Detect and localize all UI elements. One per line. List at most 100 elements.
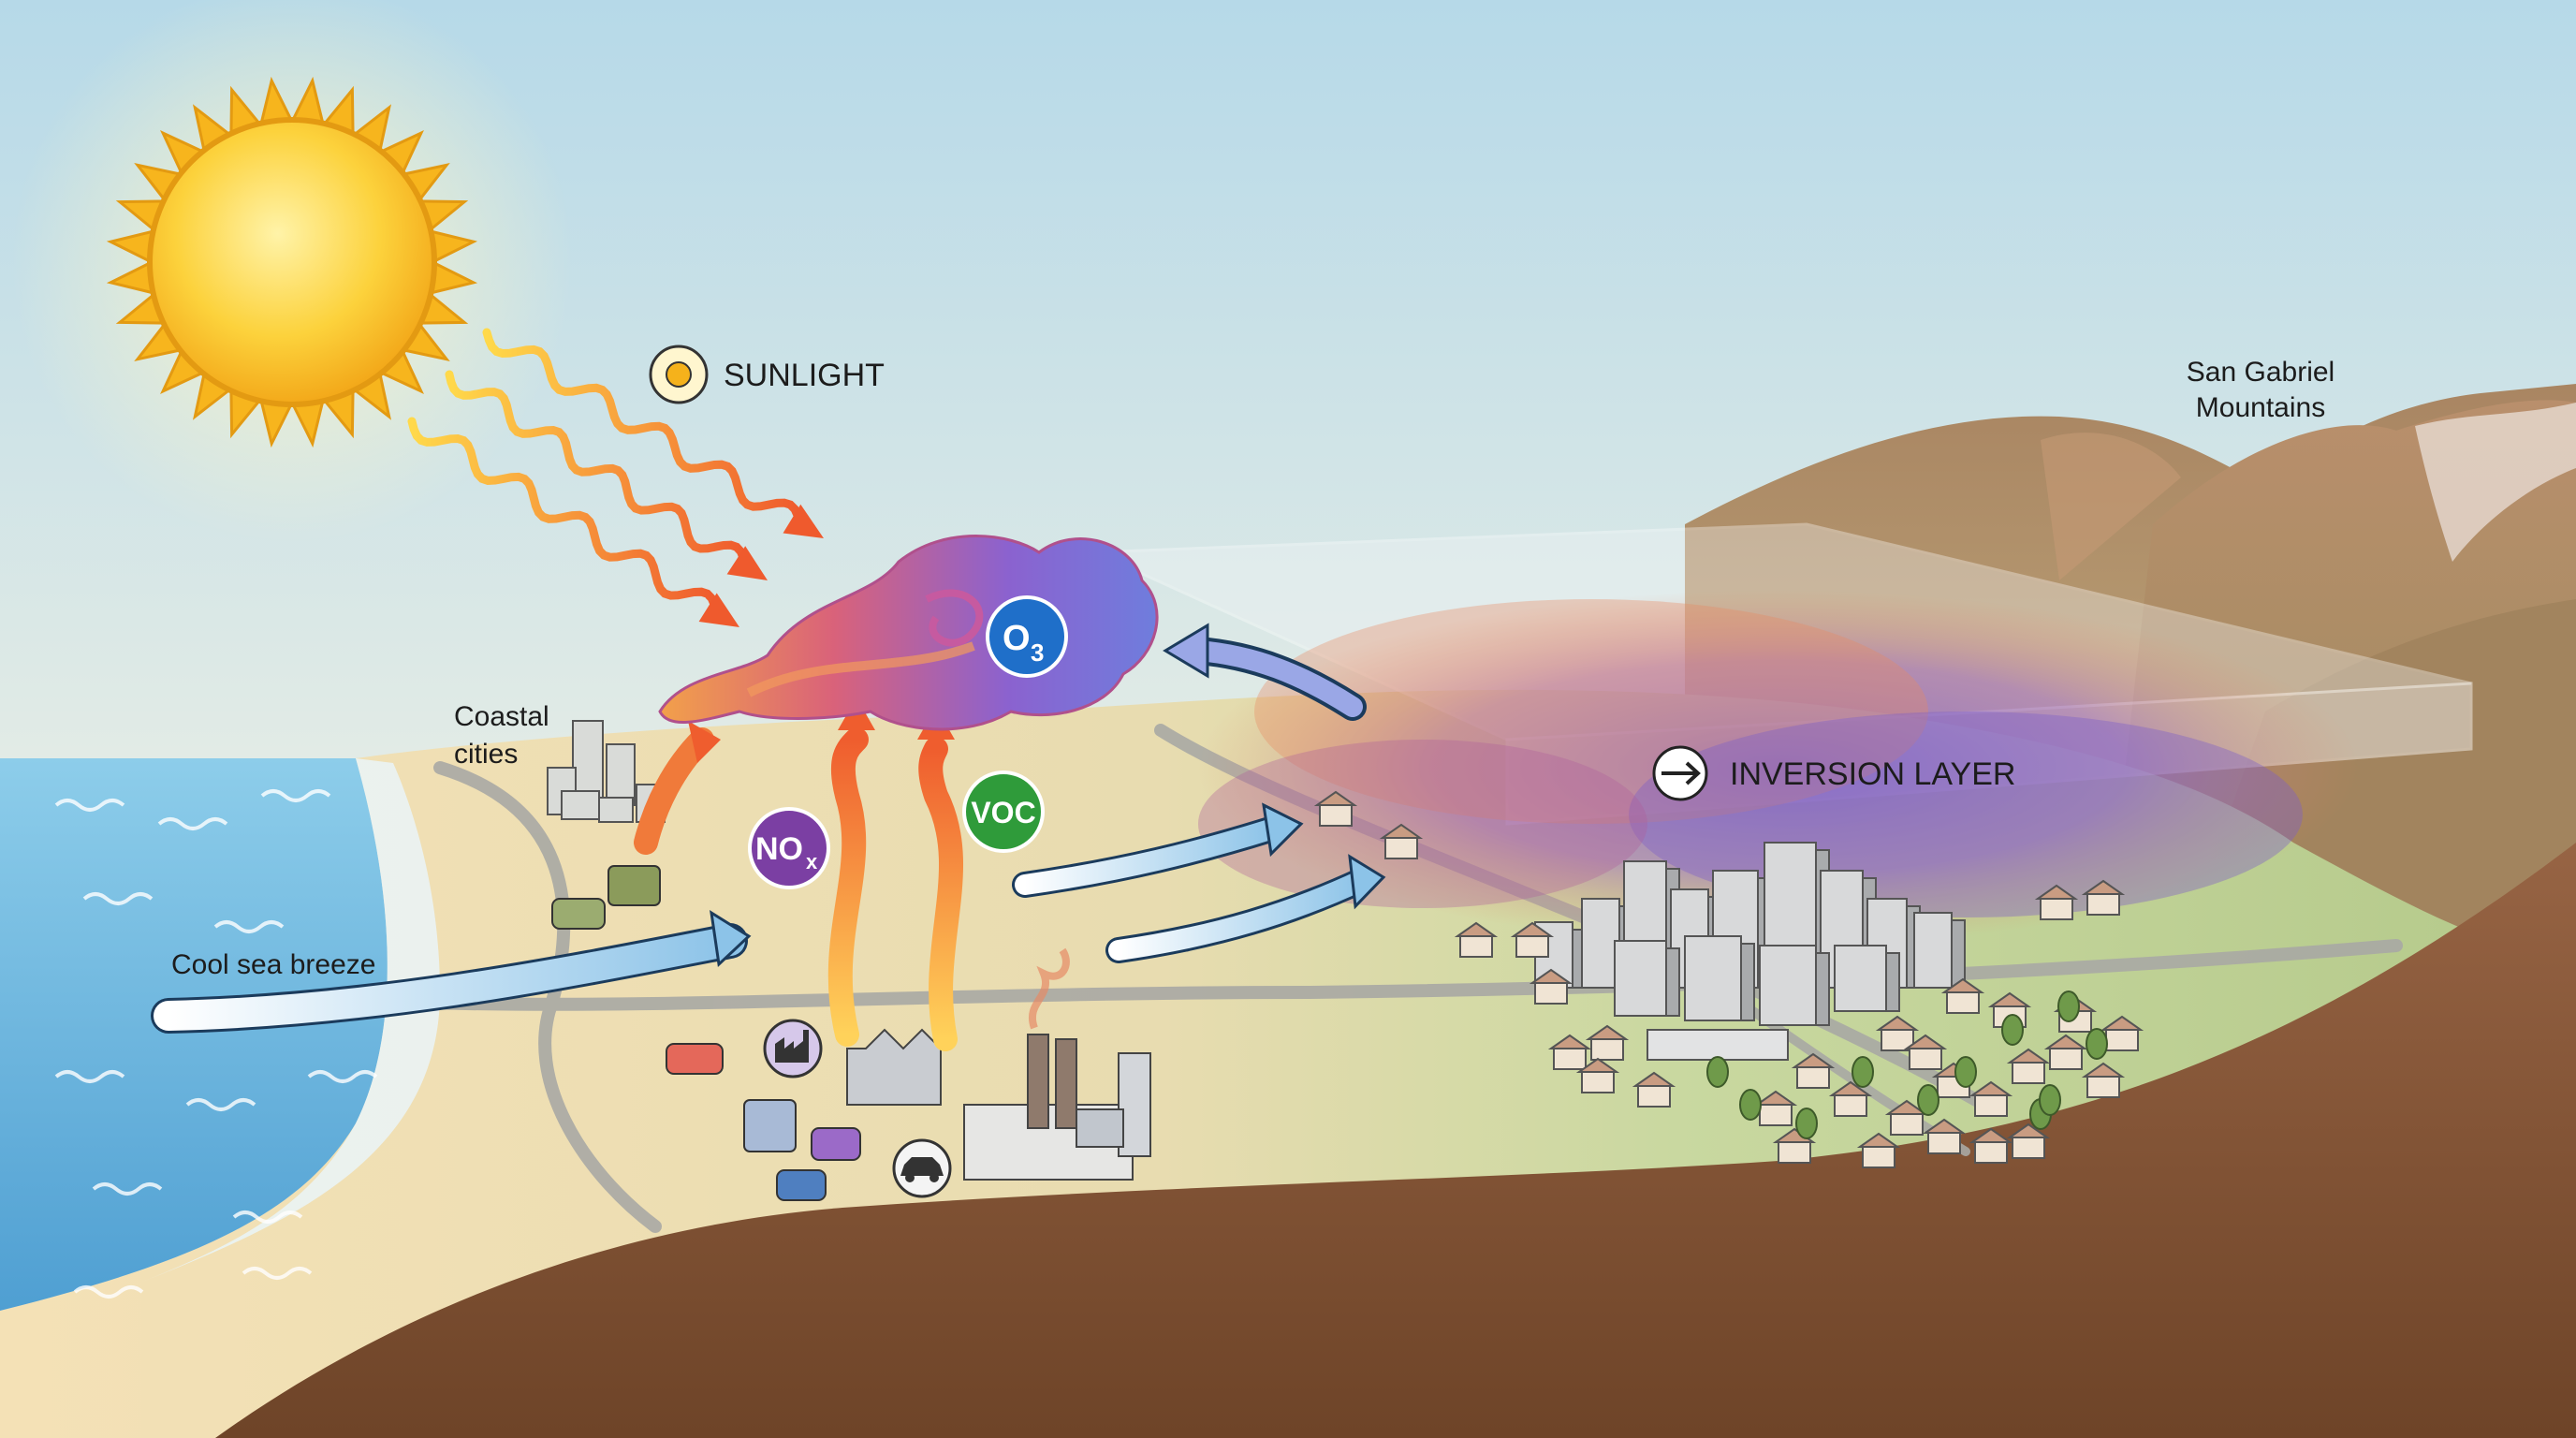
nox-badge: NO x: [748, 807, 830, 889]
house-roof: [1313, 790, 1358, 806]
city-block: [1647, 1029, 1789, 1061]
house-roof: [1828, 1080, 1873, 1096]
wave-mark: [82, 892, 154, 905]
ozone-symbol: O: [1003, 619, 1031, 658]
tree: [1739, 1089, 1762, 1121]
sea-breeze-arrows: [151, 802, 1386, 1034]
house: [1459, 935, 1493, 958]
photochemical-smog-cloud: [658, 535, 1159, 731]
tree: [2001, 1014, 2024, 1046]
house: [1862, 1146, 1895, 1168]
tree: [1852, 1056, 1874, 1088]
tree: [1954, 1056, 1977, 1088]
voc-symbol: VOC: [971, 796, 1035, 829]
house: [1553, 1048, 1587, 1070]
house: [1778, 1141, 1811, 1164]
house: [1637, 1085, 1671, 1108]
house: [1834, 1094, 1867, 1117]
house: [1515, 935, 1549, 958]
house-roof: [1632, 1071, 1676, 1087]
house: [1534, 982, 1568, 1005]
house: [1974, 1094, 2008, 1117]
coastal-cities-label-line1: Coastal: [454, 701, 549, 732]
city-tower: [1759, 945, 1817, 1026]
tree: [2057, 990, 2080, 1022]
tree: [1917, 1084, 1939, 1116]
house: [2086, 1076, 2120, 1098]
wave-mark: [307, 1070, 378, 1083]
house: [2086, 893, 2120, 916]
house: [1319, 804, 1353, 827]
house-roof: [1753, 1090, 1798, 1106]
mountains-label-line2: Mountains: [2196, 392, 2325, 423]
house: [1946, 991, 1980, 1014]
wave-mark: [185, 1098, 256, 1111]
house: [1384, 837, 1418, 859]
tree: [1706, 1056, 1729, 1088]
house: [1581, 1071, 1615, 1093]
house: [1796, 1066, 1830, 1089]
house-roof: [1884, 1099, 1929, 1115]
nox-symbol: NO: [755, 831, 803, 867]
ozone-badge: O 3: [986, 595, 1068, 678]
house-roof: [1875, 1015, 1920, 1031]
factory-icon: [763, 1019, 823, 1078]
house-roof: [1547, 1034, 1592, 1049]
tree: [1795, 1108, 1818, 1139]
house: [1759, 1104, 1793, 1126]
city-tower: [1581, 898, 1620, 989]
house: [2040, 898, 2073, 920]
sunlight-arrowhead-2: [726, 546, 768, 580]
wave-mark: [213, 920, 285, 933]
wave-mark: [92, 1182, 163, 1196]
wave-mark: [54, 799, 125, 812]
city-tower: [1834, 945, 1887, 1012]
wave-mark: [260, 789, 331, 802]
city-tower: [1913, 912, 1953, 989]
sunlight-label-group: SUNLIGHT: [649, 345, 885, 404]
house: [1974, 1141, 2008, 1164]
house: [2012, 1062, 2045, 1084]
vehicles: [551, 865, 861, 1201]
house-roof: [1922, 1118, 1967, 1134]
tree: [2039, 1084, 2061, 1116]
house-roof: [2006, 1123, 2051, 1138]
house: [1927, 1132, 1961, 1154]
house-roof: [2100, 1015, 2144, 1031]
house-roof: [1510, 921, 1555, 937]
house-roof: [2081, 879, 2126, 895]
house-roof: [1379, 823, 1424, 839]
sunlight-wave-1: [482, 328, 805, 529]
industrial-area: [846, 947, 1151, 1181]
car-icon: [892, 1138, 952, 1198]
emission-arrows: [634, 697, 964, 1051]
house-roof: [1454, 921, 1499, 937]
wave-mark: [157, 817, 228, 830]
mountains-label-line1: San Gabriel: [2187, 357, 2334, 388]
wave-mark: [73, 1285, 144, 1299]
house: [2105, 1029, 2139, 1051]
voc-badge: VOC: [962, 770, 1045, 853]
sun: [11, 0, 573, 543]
recirculation-arrow: [1163, 623, 1367, 721]
house: [1909, 1048, 1942, 1070]
house-roof: [1791, 1052, 1836, 1068]
city-tower-side: [1740, 943, 1755, 1021]
wave-mark: [54, 1070, 125, 1083]
house: [1590, 1038, 1624, 1061]
sunlight-wave-2: [445, 370, 750, 571]
wave-mark: [242, 1267, 313, 1280]
sea-breeze-label: Cool sea breeze: [171, 949, 375, 980]
house-roof: [1969, 1127, 2013, 1143]
wave-mark: [232, 1211, 303, 1224]
sunlight-arrowhead-3: [698, 593, 739, 627]
house: [2012, 1137, 2045, 1159]
city-tower-side: [1665, 947, 1680, 1017]
coastal-cities-label-line2: cities: [454, 739, 518, 770]
city-tower-side: [1951, 919, 1966, 989]
smog-cloud-basin: [1198, 590, 2359, 946]
ocean: [0, 758, 440, 1311]
ozone-subscript: 3: [1031, 638, 1044, 667]
house-roof: [1903, 1034, 1948, 1049]
city-tower: [1614, 940, 1667, 1017]
